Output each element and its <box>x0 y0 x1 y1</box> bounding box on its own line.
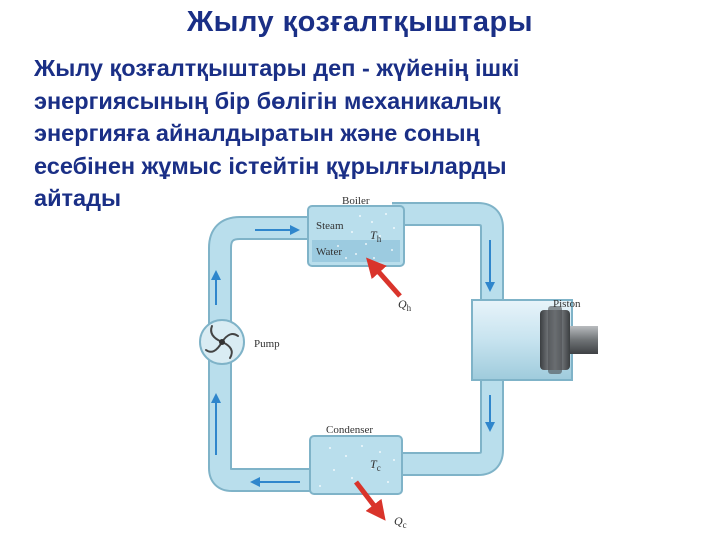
water-label: Water <box>316 246 342 258</box>
definition-line: айтады <box>34 185 122 211</box>
pump <box>199 319 245 365</box>
definition-line: энергияға айналдыратын және соның <box>34 120 480 146</box>
piston-rod <box>570 326 598 354</box>
qc-label: Qc <box>394 514 407 530</box>
heat-out-arrow <box>354 480 386 521</box>
qh-label: Qh <box>398 297 412 313</box>
flow-arrows <box>211 225 495 487</box>
piston-label: Piston <box>553 298 581 310</box>
pump-label: Pump <box>254 338 280 350</box>
condenser <box>309 435 403 495</box>
condenser-label: Condenser <box>326 424 373 436</box>
definition-line: энергиясының бір бөлігін механикалық <box>34 87 501 114</box>
th-label: Th <box>370 228 382 244</box>
slide-title: Жылу қозғалтқыштары <box>186 6 534 38</box>
steam-label: Steam <box>316 220 344 232</box>
boiler <box>307 205 405 267</box>
piston-cylinder <box>471 299 598 381</box>
definition-text: Жылу қозғалтқыштары деп - жүйенің ішкі э… <box>34 52 674 215</box>
heat-in-arrow <box>366 257 402 298</box>
boiler-label: Boiler <box>342 195 370 207</box>
definition-line: Жылу қозғалтқыштары деп - жүйенің ішкі <box>34 55 520 81</box>
tc-label: Tc <box>370 457 381 473</box>
definition-line: есебінен жұмыс істейтін құрылғыларды <box>34 152 507 179</box>
